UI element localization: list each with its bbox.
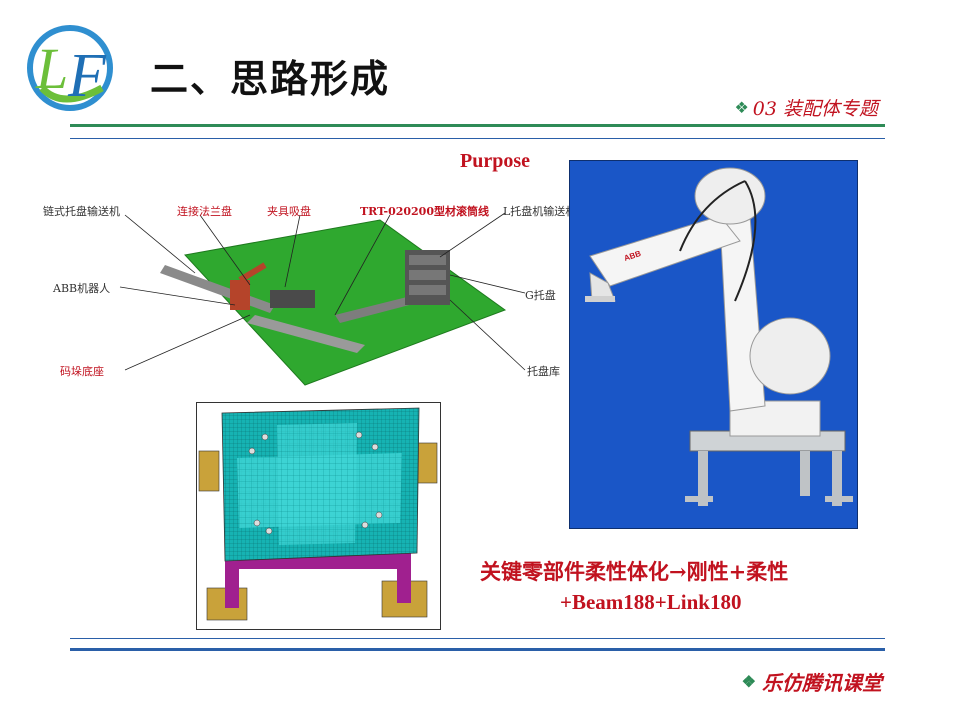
diamond-icon: ❖ <box>741 672 756 691</box>
caption-line-2: +Beam188+Link180 <box>560 590 742 614</box>
svg-text:F: F <box>67 42 107 110</box>
diamond-icon: ❖ <box>734 98 748 117</box>
header-divider-thin <box>70 138 885 139</box>
caption-line-1: 关键零部件柔性体化→刚性+柔性 <box>480 559 789 584</box>
robot-render-image: ABB <box>569 160 858 529</box>
section-label: ❖ 03 装配体专题 <box>734 94 878 121</box>
footer-label: ❖ 乐仿腾讯课堂 <box>742 667 882 696</box>
fea-mesh-image <box>196 402 441 630</box>
svg-text:L: L <box>35 36 68 101</box>
label-l-conveyor: L托盘机输送机 <box>503 205 577 218</box>
footer-divider-thin <box>70 638 885 639</box>
purpose-label: Purpose <box>460 150 530 172</box>
label-gripper: 夹具吸盘 <box>267 205 311 218</box>
label-flange-plate: 连接法兰盘 <box>177 205 232 218</box>
section-label-text: 03 装配体专题 <box>752 98 878 120</box>
footer-divider-thick <box>70 648 885 651</box>
production-line-diagram: 链式托盘输送机 连接法兰盘 夹具吸盘 TRT-020200型材滚筒线 L托盘机输… <box>35 195 580 395</box>
label-abb-robot: ABB机器人 <box>53 282 111 295</box>
footer-label-text: 乐仿腾讯课堂 <box>762 671 882 695</box>
page-title: 二、思路形成 <box>150 57 391 101</box>
label-g-pallet: G托盘 <box>525 289 556 302</box>
label-pallet-store: 托盘库 <box>527 365 560 378</box>
production-line-drawing <box>119 212 526 386</box>
label-base: 码垛底座 <box>60 365 104 378</box>
label-roller-line: TRT-020200型材滚筒线 <box>360 205 489 218</box>
label-chain-conveyor: 链式托盘输送机 <box>43 205 120 218</box>
mesh-drawing <box>198 407 438 621</box>
robot-drawing: ABB <box>585 167 853 506</box>
lf-logo: L F <box>27 25 113 111</box>
header-divider-thick <box>70 124 885 127</box>
